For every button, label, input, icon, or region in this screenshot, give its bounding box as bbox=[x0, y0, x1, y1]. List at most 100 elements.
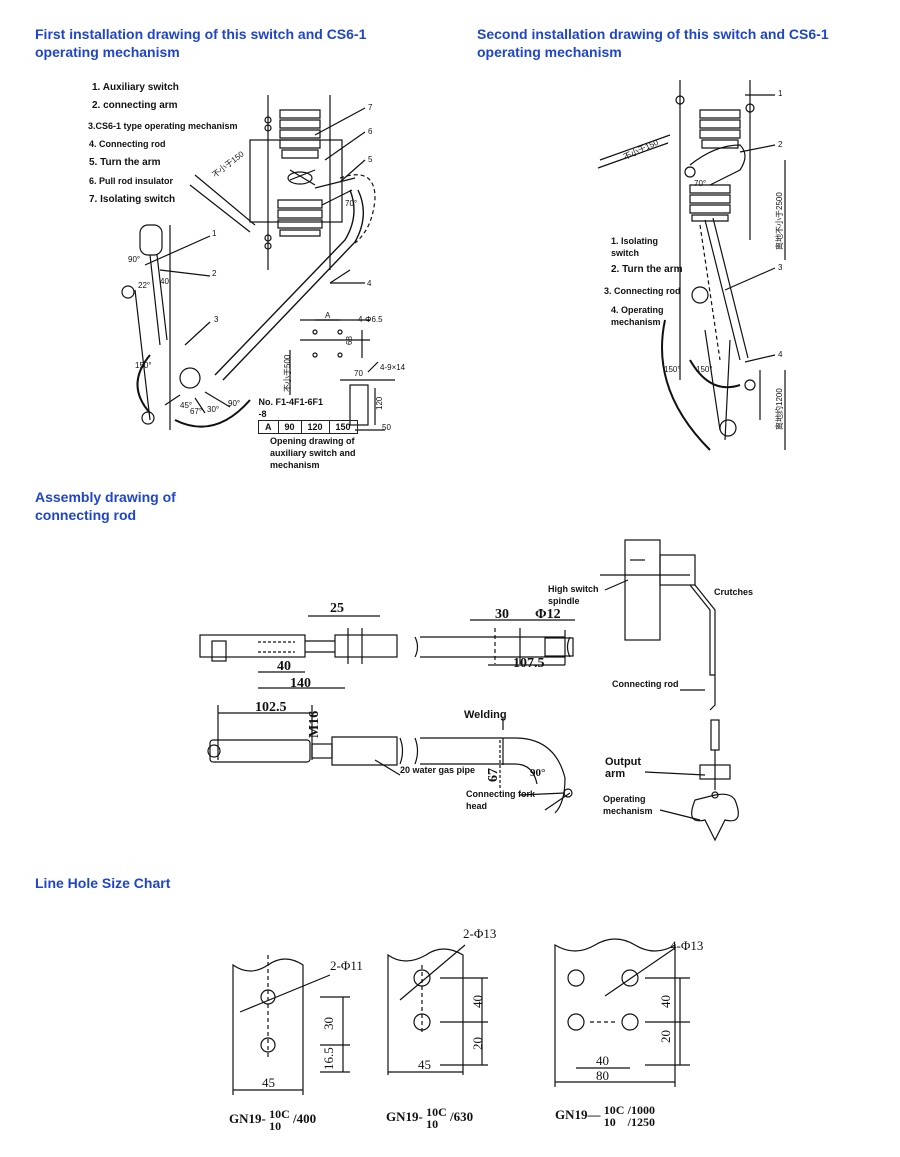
first-drawing-figure: 7 6 5 4 1 2 3 90° 22° 150° 70° 45° 67° 3… bbox=[121, 95, 406, 432]
table-subtitle: -8 bbox=[258, 409, 267, 419]
dim-label: 不小于500 bbox=[283, 354, 292, 392]
model-prefix: GN19- bbox=[386, 1108, 423, 1124]
model-bottom: 10 bbox=[426, 1117, 439, 1131]
dim-label: 4-Φ6.5 bbox=[358, 315, 383, 324]
model-label-630: GN19- 10C 10 /630 bbox=[386, 1106, 473, 1130]
second-drawing-title: Second installation drawing of this swit… bbox=[477, 26, 829, 60]
hole-spec-label: 2-Φ13 bbox=[463, 926, 496, 941]
angle-label: 45° bbox=[180, 401, 192, 410]
model-rating: /1000 bbox=[627, 1103, 656, 1117]
model-label-1000-1250: GN19— 10C 10 /1000 /1250 bbox=[555, 1104, 655, 1128]
assembly-drawing-figure: 25 40 140 30 Φ12 107.5 102.5 M16 67 90° bbox=[199, 539, 739, 842]
callout-1: 1 bbox=[212, 229, 217, 238]
dim-label: A bbox=[325, 311, 331, 320]
model-rating: /400 bbox=[293, 1110, 317, 1126]
table-title: No. F1-4F1-6F1 bbox=[258, 397, 324, 407]
model-prefix: GN19- bbox=[229, 1110, 266, 1126]
callout-4: 4 bbox=[367, 279, 372, 288]
dim-label: 45 bbox=[262, 1075, 275, 1090]
welding-label: Welding bbox=[464, 709, 507, 721]
table-cell: 90 bbox=[277, 420, 302, 434]
model-top: 10C bbox=[426, 1105, 447, 1119]
dim-label: 40 bbox=[160, 277, 169, 286]
mechanism-label: Operating mechanism bbox=[603, 794, 653, 816]
angle-label: 90° bbox=[128, 255, 140, 264]
dim-label: M16 bbox=[307, 711, 322, 738]
dim-label: Φ12 bbox=[535, 607, 561, 622]
opening-drawing-caption: Opening drawing of auxiliary switch and … bbox=[270, 436, 356, 470]
model-rating-2: /1250 bbox=[627, 1115, 656, 1129]
model-bottom: 10 bbox=[603, 1115, 616, 1129]
angle-label: 90° bbox=[530, 767, 545, 779]
dim-label: 45 bbox=[418, 1057, 431, 1072]
dim-label: 120 bbox=[375, 396, 384, 410]
legend-item-3: 3.CS6-1 type operating mechanism bbox=[88, 121, 238, 131]
callout-3: 3 bbox=[214, 315, 219, 324]
dim-label: 40 bbox=[596, 1053, 609, 1068]
legend-item-4: 4. Operating mechanism bbox=[611, 305, 664, 327]
dim-label: 40 bbox=[658, 995, 673, 1008]
dim-label: 40 bbox=[277, 659, 291, 674]
model-top: 10C bbox=[269, 1107, 290, 1121]
angle-label: 90° bbox=[228, 399, 240, 408]
angle-label: 150° bbox=[664, 365, 681, 374]
spindle-label: High switch spindle bbox=[548, 584, 599, 606]
hole-chart-title: Line Hole Size Chart bbox=[35, 875, 171, 891]
dim-label: 70 bbox=[354, 369, 363, 378]
legend-item-5: 5. Turn the arm bbox=[89, 157, 161, 168]
model-bottom: 10 bbox=[269, 1119, 282, 1133]
crutches-label: Crutches bbox=[714, 587, 754, 597]
dim-label: 30 bbox=[321, 1017, 336, 1030]
angle-label: 30° bbox=[207, 405, 219, 414]
water-pipe-label: 20 water gas pipe bbox=[400, 765, 476, 775]
callout-2: 2 bbox=[778, 140, 783, 149]
model-rating: /630 bbox=[450, 1108, 474, 1124]
dim-label: 50 bbox=[382, 423, 391, 432]
table-cell: A bbox=[258, 420, 279, 434]
angle-label: 67° bbox=[190, 407, 202, 416]
angle-label: 70° bbox=[694, 179, 706, 188]
hole-spec-label: 4-Φ13 bbox=[670, 938, 703, 953]
dim-label: 离地约1200 bbox=[774, 388, 784, 430]
legend-item-3: 3. Connecting rod bbox=[604, 286, 681, 296]
legend-item-1: 1. Isolating switch bbox=[611, 236, 659, 258]
angle-label: 150° bbox=[696, 365, 713, 374]
model-prefix: GN19— bbox=[555, 1106, 601, 1122]
callout-3: 3 bbox=[778, 263, 783, 272]
dim-label: 140 bbox=[290, 676, 311, 691]
legend-item-1: 1. Auxiliary switch bbox=[92, 82, 179, 93]
legend-item-2: 2. connecting arm bbox=[92, 100, 178, 111]
dim-label: 20 bbox=[470, 1037, 485, 1050]
dim-label: 107.5 bbox=[513, 656, 545, 671]
dim-label: 102.5 bbox=[255, 700, 287, 715]
legend-item-6: 6. Pull rod insulator bbox=[89, 176, 174, 186]
aux-switch-size-table: No. F1-4F1-6F1 -8 A 90 120 150 bbox=[258, 396, 358, 434]
assembly-drawing-title: Assembly drawing of connecting rod bbox=[35, 489, 176, 523]
dim-label: 20 bbox=[658, 1030, 673, 1043]
legend-item-7: 7. Isolating switch bbox=[89, 194, 176, 205]
angle-label: 22° bbox=[138, 281, 150, 290]
callout-6: 6 bbox=[368, 127, 373, 136]
callout-4: 4 bbox=[778, 350, 783, 359]
output-arm-label: Output arm bbox=[605, 756, 642, 780]
dim-label: 67 bbox=[486, 768, 501, 782]
dim-label: 40 bbox=[470, 995, 485, 1008]
legend-item-2: 2. Turn the arm bbox=[611, 264, 683, 275]
callout-1: 1 bbox=[778, 89, 783, 98]
model-label-400: GN19- 10C 10 /400 bbox=[229, 1108, 316, 1132]
legend-item-4: 4. Connecting rod bbox=[89, 139, 166, 149]
angle-label: 150° bbox=[135, 361, 152, 370]
dim-label: 25 bbox=[330, 601, 344, 616]
dim-label: 16.5 bbox=[321, 1047, 336, 1070]
dim-label: 68 bbox=[345, 336, 354, 345]
dim-label: 30 bbox=[495, 607, 509, 622]
first-drawing-title: First installation drawing of this switc… bbox=[35, 26, 367, 60]
hole-spec-label: 2-Φ11 bbox=[330, 958, 363, 973]
second-drawing-figure: 1 2 3 4 70° 150° 150° 不小于150 离地不小于2500 离… bbox=[597, 80, 786, 451]
callout-5: 5 bbox=[368, 155, 373, 164]
dim-label: 80 bbox=[596, 1068, 609, 1083]
table-cell: 150 bbox=[328, 420, 358, 434]
connecting-rod-label: Connecting rod bbox=[612, 679, 679, 689]
model-top: 10C bbox=[603, 1103, 625, 1117]
